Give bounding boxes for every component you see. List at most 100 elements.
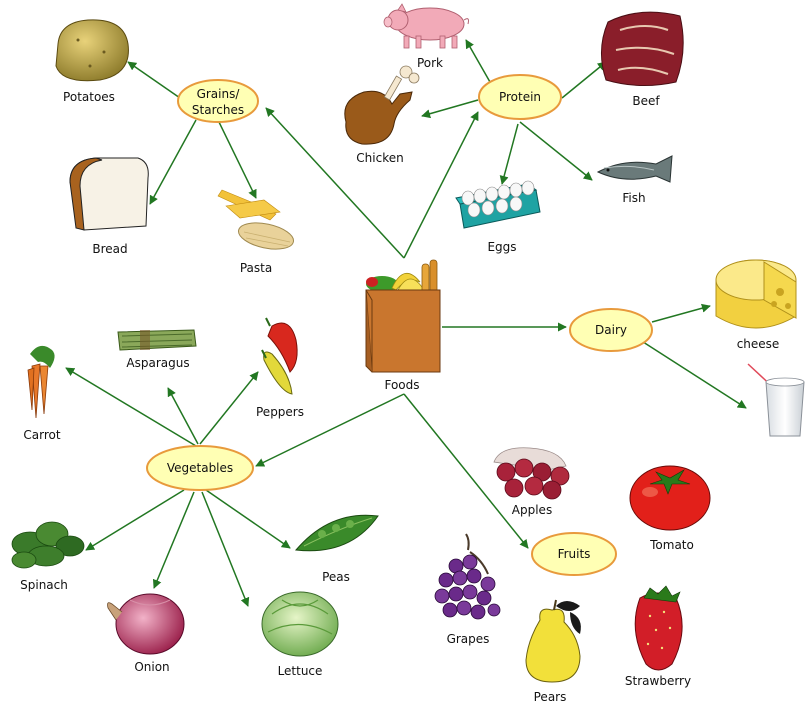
category-grains-line1: Grains/ bbox=[197, 87, 241, 101]
tomato-label: Tomato bbox=[649, 538, 694, 552]
apples-icon bbox=[493, 447, 570, 500]
pear-icon bbox=[525, 599, 581, 683]
strawberry-label: Strawberry bbox=[625, 674, 691, 688]
arrow-veg-lettuce bbox=[201, 491, 250, 607]
category-vegetables-label: Vegetables bbox=[167, 461, 233, 475]
spinach-icon bbox=[11, 521, 85, 569]
grapes-label: Grapes bbox=[447, 632, 490, 646]
item-carrot: Carrot bbox=[23, 345, 61, 442]
item-strawberry: Strawberry bbox=[625, 585, 691, 688]
item-cheese: cheese bbox=[715, 259, 797, 351]
cheese-label: cheese bbox=[737, 337, 780, 351]
pasta-label: Pasta bbox=[240, 261, 272, 275]
grapes-icon bbox=[434, 533, 501, 620]
item-tomato: Tomato bbox=[629, 465, 711, 552]
foods-label: Foods bbox=[384, 378, 419, 392]
arrow-dairy-cheese bbox=[651, 303, 711, 323]
arrow-grains-bread bbox=[149, 119, 197, 205]
item-spinach: Spinach bbox=[11, 521, 85, 592]
connector-arrows bbox=[65, 39, 747, 607]
item-grapes: Grapes bbox=[434, 533, 501, 646]
item-pasta: Pasta bbox=[217, 189, 295, 275]
spinach-label: Spinach bbox=[20, 578, 68, 592]
foods-node: Foods bbox=[365, 259, 441, 392]
asparagus-label: Asparagus bbox=[126, 356, 189, 370]
pears-label: Pears bbox=[534, 690, 567, 704]
arrow-foods-vegetables bbox=[255, 393, 405, 467]
item-eggs: Eggs bbox=[455, 180, 541, 254]
chicken-leg-icon bbox=[344, 65, 420, 145]
arrow-protein-eggs bbox=[499, 123, 519, 185]
grocery-bag-icon bbox=[365, 259, 441, 373]
asparagus-icon bbox=[117, 329, 197, 351]
item-peppers: Peppers bbox=[256, 317, 304, 419]
arrow-grains-pasta bbox=[217, 119, 257, 199]
arrow-veg-peppers bbox=[199, 371, 259, 445]
lettuce-label: Lettuce bbox=[278, 664, 323, 678]
bread-icon bbox=[69, 157, 149, 231]
pig-icon bbox=[383, 3, 469, 49]
item-potatoes: Potatoes bbox=[55, 19, 129, 104]
potatoes-label: Potatoes bbox=[63, 90, 115, 104]
lettuce-icon bbox=[261, 591, 339, 657]
cheese-icon bbox=[715, 259, 797, 329]
category-grains-line2: Starches bbox=[192, 103, 244, 117]
onion-label: Onion bbox=[134, 660, 169, 674]
category-fruits[interactable]: Fruits bbox=[531, 532, 617, 576]
item-fish: Fish bbox=[596, 155, 673, 205]
arrow-veg-spinach bbox=[85, 489, 185, 551]
onion-icon bbox=[107, 593, 185, 655]
pork-label: Pork bbox=[417, 56, 443, 70]
arrow-foods-protein bbox=[403, 111, 479, 259]
arrow-protein-beef bbox=[561, 61, 607, 99]
peas-label: Peas bbox=[322, 570, 350, 584]
item-lettuce: Lettuce bbox=[261, 591, 339, 678]
peppers-label: Peppers bbox=[256, 405, 304, 419]
item-bread: Bread bbox=[69, 157, 149, 256]
apples-label: Apples bbox=[512, 503, 552, 517]
item-milk bbox=[747, 363, 805, 437]
pasta-icon bbox=[217, 189, 295, 250]
item-peas: Peas bbox=[295, 514, 379, 584]
item-pork: Pork bbox=[383, 3, 469, 70]
carrot-label: Carrot bbox=[23, 428, 60, 442]
arrow-foods-grains bbox=[265, 107, 405, 259]
steak-icon bbox=[601, 11, 684, 87]
bread-label: Bread bbox=[92, 242, 127, 256]
arrow-protein-fish bbox=[519, 121, 593, 181]
category-dairy-label: Dairy bbox=[595, 323, 627, 337]
category-protein[interactable]: Protein bbox=[478, 74, 562, 120]
item-asparagus: Asparagus bbox=[117, 329, 197, 370]
item-pears: Pears bbox=[525, 599, 581, 704]
arrow-grains-potatoes bbox=[127, 61, 181, 99]
chicken-label: Chicken bbox=[356, 151, 403, 165]
eggs-label: Eggs bbox=[487, 240, 516, 254]
carrot-icon bbox=[27, 345, 55, 419]
fish-icon bbox=[596, 155, 673, 183]
beef-label: Beef bbox=[632, 94, 660, 108]
arrow-veg-peas bbox=[205, 489, 291, 549]
tomato-icon bbox=[629, 465, 711, 531]
egg-carton-icon bbox=[455, 180, 541, 229]
category-grains[interactable]: Grains/ Starches bbox=[177, 79, 259, 123]
arrow-protein-chicken bbox=[421, 99, 479, 119]
peppers-icon bbox=[261, 317, 298, 395]
item-beef: Beef bbox=[601, 11, 684, 108]
strawberry-icon bbox=[634, 585, 683, 671]
milk-glass-icon bbox=[747, 363, 805, 437]
arrow-foods-fruits bbox=[403, 393, 529, 549]
pea-pod-icon bbox=[295, 514, 379, 552]
item-onion: Onion bbox=[107, 593, 185, 674]
category-fruits-label: Fruits bbox=[558, 547, 591, 561]
category-dairy[interactable]: Dairy bbox=[569, 308, 653, 352]
arrow-dairy-milk bbox=[639, 339, 747, 409]
arrow-protein-pork bbox=[465, 39, 491, 83]
fish-label: Fish bbox=[622, 191, 645, 205]
category-protein-label: Protein bbox=[499, 90, 541, 104]
potato-icon bbox=[55, 19, 129, 82]
category-vegetables[interactable]: Vegetables bbox=[146, 445, 254, 491]
item-apples: Apples bbox=[493, 447, 570, 517]
item-chicken: Chicken bbox=[344, 65, 420, 165]
